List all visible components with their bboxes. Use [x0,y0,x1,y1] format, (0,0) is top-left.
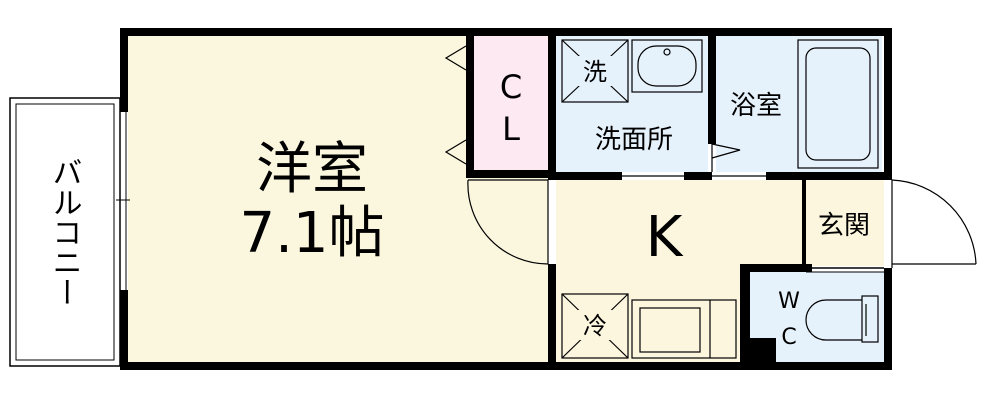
entrance-floor [806,180,884,266]
wall-top [120,28,892,36]
closet-door-marks [444,45,467,165]
wc-label-c: C [781,325,796,350]
bathtub [797,39,879,169]
fridge-label: 冷 [583,312,607,340]
wall-closet-left [466,36,474,178]
wall-wash-right [708,36,716,144]
door-entrance [891,179,977,268]
closet-floor [474,36,548,170]
door-western [467,179,549,265]
closet-label-c: C [500,68,522,106]
bathroom-floor [716,36,882,172]
balcony-label: バルコニー [47,157,82,307]
wall-closet-bottom [466,170,556,178]
wall-closet-right [548,36,556,180]
wall-western-right [548,264,556,370]
wall-right-bottom [884,268,892,370]
wall-wc-left [740,264,750,370]
wash-basin [631,39,703,93]
wall-left-bottom [120,290,128,370]
entrance-label: 玄関 [818,211,870,241]
washroom-label: 洗面所 [595,125,673,155]
washing-machine-label: 洗 [583,58,607,86]
balcony-inner-rail [15,103,115,361]
wall-bath-bottom [766,172,884,180]
wall-left-top [120,28,128,112]
wc-label-w: W [778,289,800,314]
toilet [805,295,879,343]
western-room-size: 7.1帖 [239,201,384,266]
wall-wc-top [740,264,812,272]
washing-mark-bg [578,56,612,86]
closet-label-l: L [502,110,520,148]
wall-wash-bottom-left [556,172,622,180]
kitchen-counter [631,299,737,359]
wall-bottom [120,362,892,370]
wall-entrance-left [802,180,806,268]
wall-wc-block [750,338,776,362]
western-room-name: 洋室 [256,137,368,202]
kitchen-label: K [646,205,684,270]
fridge-mark-bg [578,310,612,340]
door-bathroom [711,143,766,177]
wall-wash-bottom-right [684,172,712,180]
bathroom-label: 浴室 [730,91,782,121]
wall-right-top [884,28,892,180]
